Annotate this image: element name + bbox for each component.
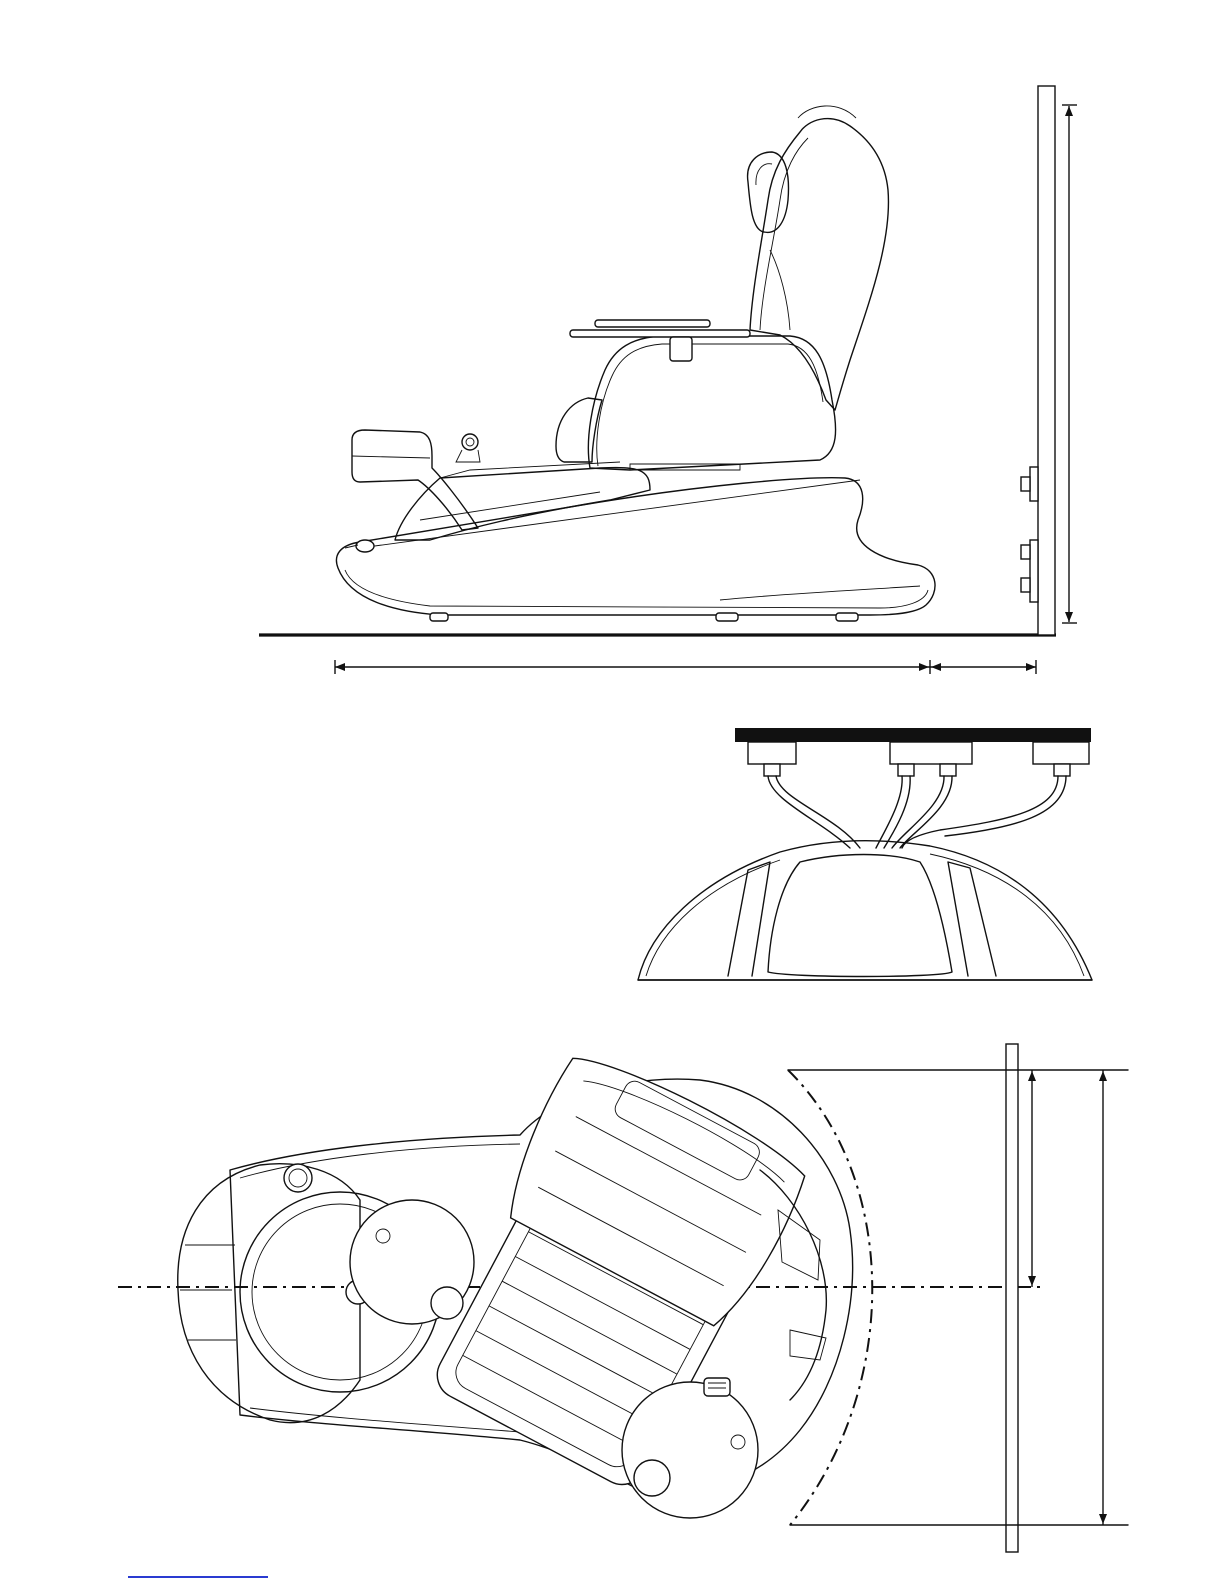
footer-link-underline[interactable]: [128, 1576, 268, 1578]
clearance-arc: [788, 1070, 872, 1525]
outlets: [748, 742, 1089, 776]
foot-basin: [395, 462, 650, 540]
side-elevation-view: [259, 86, 1077, 674]
tray: [570, 320, 750, 361]
wall-fittings: [1021, 467, 1038, 602]
chair-base: [336, 478, 935, 621]
wall-section: [735, 728, 1091, 742]
height-dimension: [1062, 105, 1077, 623]
plan-dimensions: [1028, 1070, 1107, 1525]
foot-rest: [352, 430, 480, 530]
left-knob: [350, 1200, 474, 1324]
backrest: [748, 106, 889, 410]
wall-plan: [1006, 1044, 1018, 1552]
hoses: [768, 776, 1066, 848]
wall: [1038, 86, 1055, 635]
length-dimension: [335, 660, 1036, 674]
seat: [556, 336, 836, 470]
chair-back-profile: [638, 841, 1092, 980]
top-plan-view: [118, 1042, 1128, 1552]
wall-plumbing-view: [638, 728, 1092, 980]
